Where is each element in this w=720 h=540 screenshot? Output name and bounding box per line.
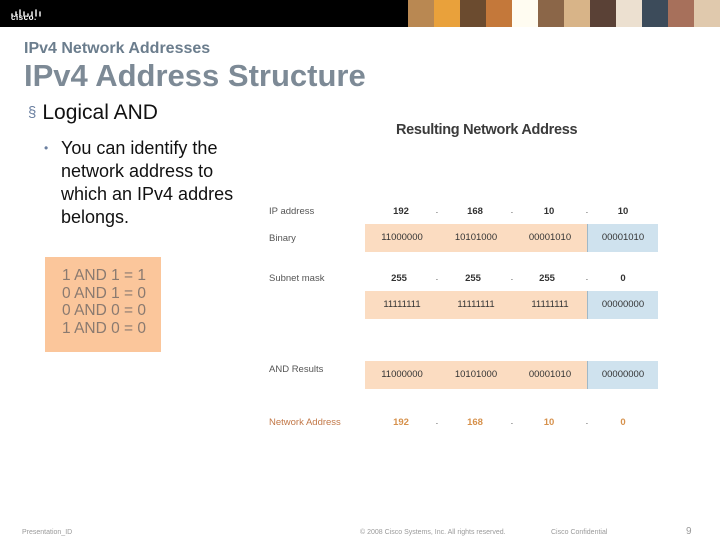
bullet-logical-and: § Logical AND <box>28 101 158 125</box>
dot-separator: . <box>435 272 439 283</box>
photo-tile <box>460 0 486 27</box>
highlight-cell <box>587 224 658 252</box>
photo-tile <box>642 0 668 27</box>
binary-octet: 00001010 <box>528 232 572 243</box>
ip-octet: 168 <box>467 206 483 217</box>
mask-octet: 255 <box>391 273 407 284</box>
dot-bullet-icon: • <box>44 141 49 155</box>
binary-strip: 11000000 10101000 00001010 00001010 <box>365 224 658 252</box>
and-truth-table: 1 AND 1 = 1 0 AND 1 = 0 0 AND 0 = 0 1 AN… <box>45 257 161 352</box>
mask-binary-octet: 00000000 <box>601 299 645 310</box>
cisco-logo-icon <box>11 9 41 17</box>
mask-binary-strip: 11111111 11111111 11111111 00000000 <box>365 291 658 319</box>
square-bullet-icon: § <box>28 104 37 121</box>
binary-octet: 00001010 <box>601 232 645 243</box>
diagram-title: Resulting Network Address <box>396 122 578 138</box>
ip-address-label: IP address <box>269 206 315 217</box>
truth-row: 0 AND 0 = 0 <box>62 302 147 319</box>
photo-tile <box>512 0 538 27</box>
photo-tile <box>434 0 460 27</box>
network-octet: 168 <box>467 417 483 428</box>
and-result-octet: 00000000 <box>601 369 645 380</box>
page-title: IPv4 Address Structure <box>24 58 366 93</box>
section-title: IPv4 Network Addresses <box>24 40 211 57</box>
binary-label: Binary <box>269 233 296 244</box>
confidential: Cisco Confidential <box>551 529 608 536</box>
dot-separator: . <box>510 272 514 283</box>
and-result-octet: 11000000 <box>381 369 423 380</box>
truth-row: 1 AND 1 = 1 <box>62 267 147 284</box>
photo-tile <box>564 0 590 27</box>
truth-row: 1 AND 0 = 0 <box>62 319 147 337</box>
mask-octet: 255 <box>465 273 481 284</box>
binary-octet: 11000000 <box>381 232 423 243</box>
bullet-text: Logical AND <box>42 101 158 124</box>
mask-octet: 255 <box>539 273 555 284</box>
truth-row: 0 AND 1 = 0 <box>62 284 147 302</box>
sub-bullet: • You can identify the network address t… <box>44 137 254 229</box>
photo-banner <box>408 0 720 27</box>
presentation-id: Presentation_ID <box>22 529 73 536</box>
photo-tile <box>616 0 642 27</box>
mask-binary-octet: 11111111 <box>531 299 569 310</box>
and-results-label: AND Results <box>269 364 324 375</box>
dot-separator: . <box>510 205 514 216</box>
copyright: © 2008 Cisco Systems, Inc. All rights re… <box>360 529 506 536</box>
dot-separator: . <box>435 205 439 216</box>
network-octet: 10 <box>543 417 555 428</box>
network-address-label: Network Address <box>269 417 341 428</box>
sub-bullet-text: You can identify the network address to … <box>61 138 234 227</box>
and-result-octet: 00001010 <box>528 369 572 380</box>
dot-separator: . <box>435 416 439 427</box>
mask-binary-octet: 11111111 <box>383 299 421 310</box>
logo-text: cisco. <box>11 13 37 22</box>
subnet-mask-label: Subnet mask <box>269 273 325 284</box>
photo-tile <box>408 0 434 27</box>
dot-separator: . <box>585 416 589 427</box>
and-result-octet: 10101000 <box>454 369 498 380</box>
and-results-strip: 11000000 10101000 00001010 00000000 <box>365 361 658 389</box>
dot-separator: . <box>585 272 589 283</box>
dot-separator: . <box>585 205 589 216</box>
highlight-cell <box>587 291 658 319</box>
photo-tile <box>486 0 512 27</box>
network-octet: 0 <box>620 417 626 428</box>
network-octet: 192 <box>393 417 409 428</box>
ip-octet: 10 <box>543 206 555 217</box>
binary-octet: 10101000 <box>454 232 498 243</box>
header-bar: cisco. <box>0 0 720 27</box>
mask-octet: 0 <box>620 273 626 284</box>
highlight-cell <box>587 361 658 389</box>
photo-tile <box>668 0 694 27</box>
ip-octet: 192 <box>393 206 409 217</box>
dot-separator: . <box>510 416 514 427</box>
page-number: 9 <box>686 526 692 537</box>
ip-octet: 10 <box>617 206 629 217</box>
mask-binary-octet: 11111111 <box>457 299 495 310</box>
photo-tile <box>694 0 720 27</box>
photo-tile <box>590 0 616 27</box>
photo-tile <box>538 0 564 27</box>
